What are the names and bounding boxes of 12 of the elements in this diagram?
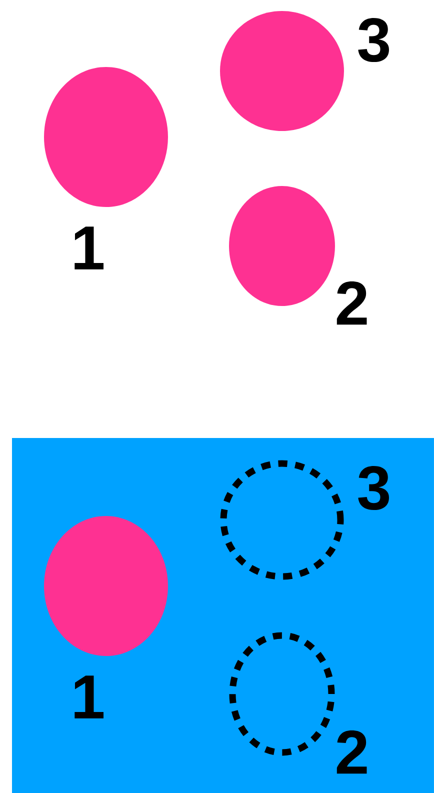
dashed-circle: [229, 632, 335, 756]
filled-ellipse: [220, 11, 344, 132]
number-label: 1: [74, 226, 104, 270]
filled-ellipse: [44, 516, 168, 656]
filled-ellipse: [44, 67, 168, 207]
number-label: 3: [358, 466, 389, 510]
number-label: 2: [336, 281, 367, 325]
dashed-circle: [220, 460, 344, 580]
number-label: 2: [336, 730, 367, 774]
number-label: 3: [358, 18, 389, 62]
filled-ellipse: [229, 186, 335, 306]
number-label: 1: [74, 676, 104, 718]
